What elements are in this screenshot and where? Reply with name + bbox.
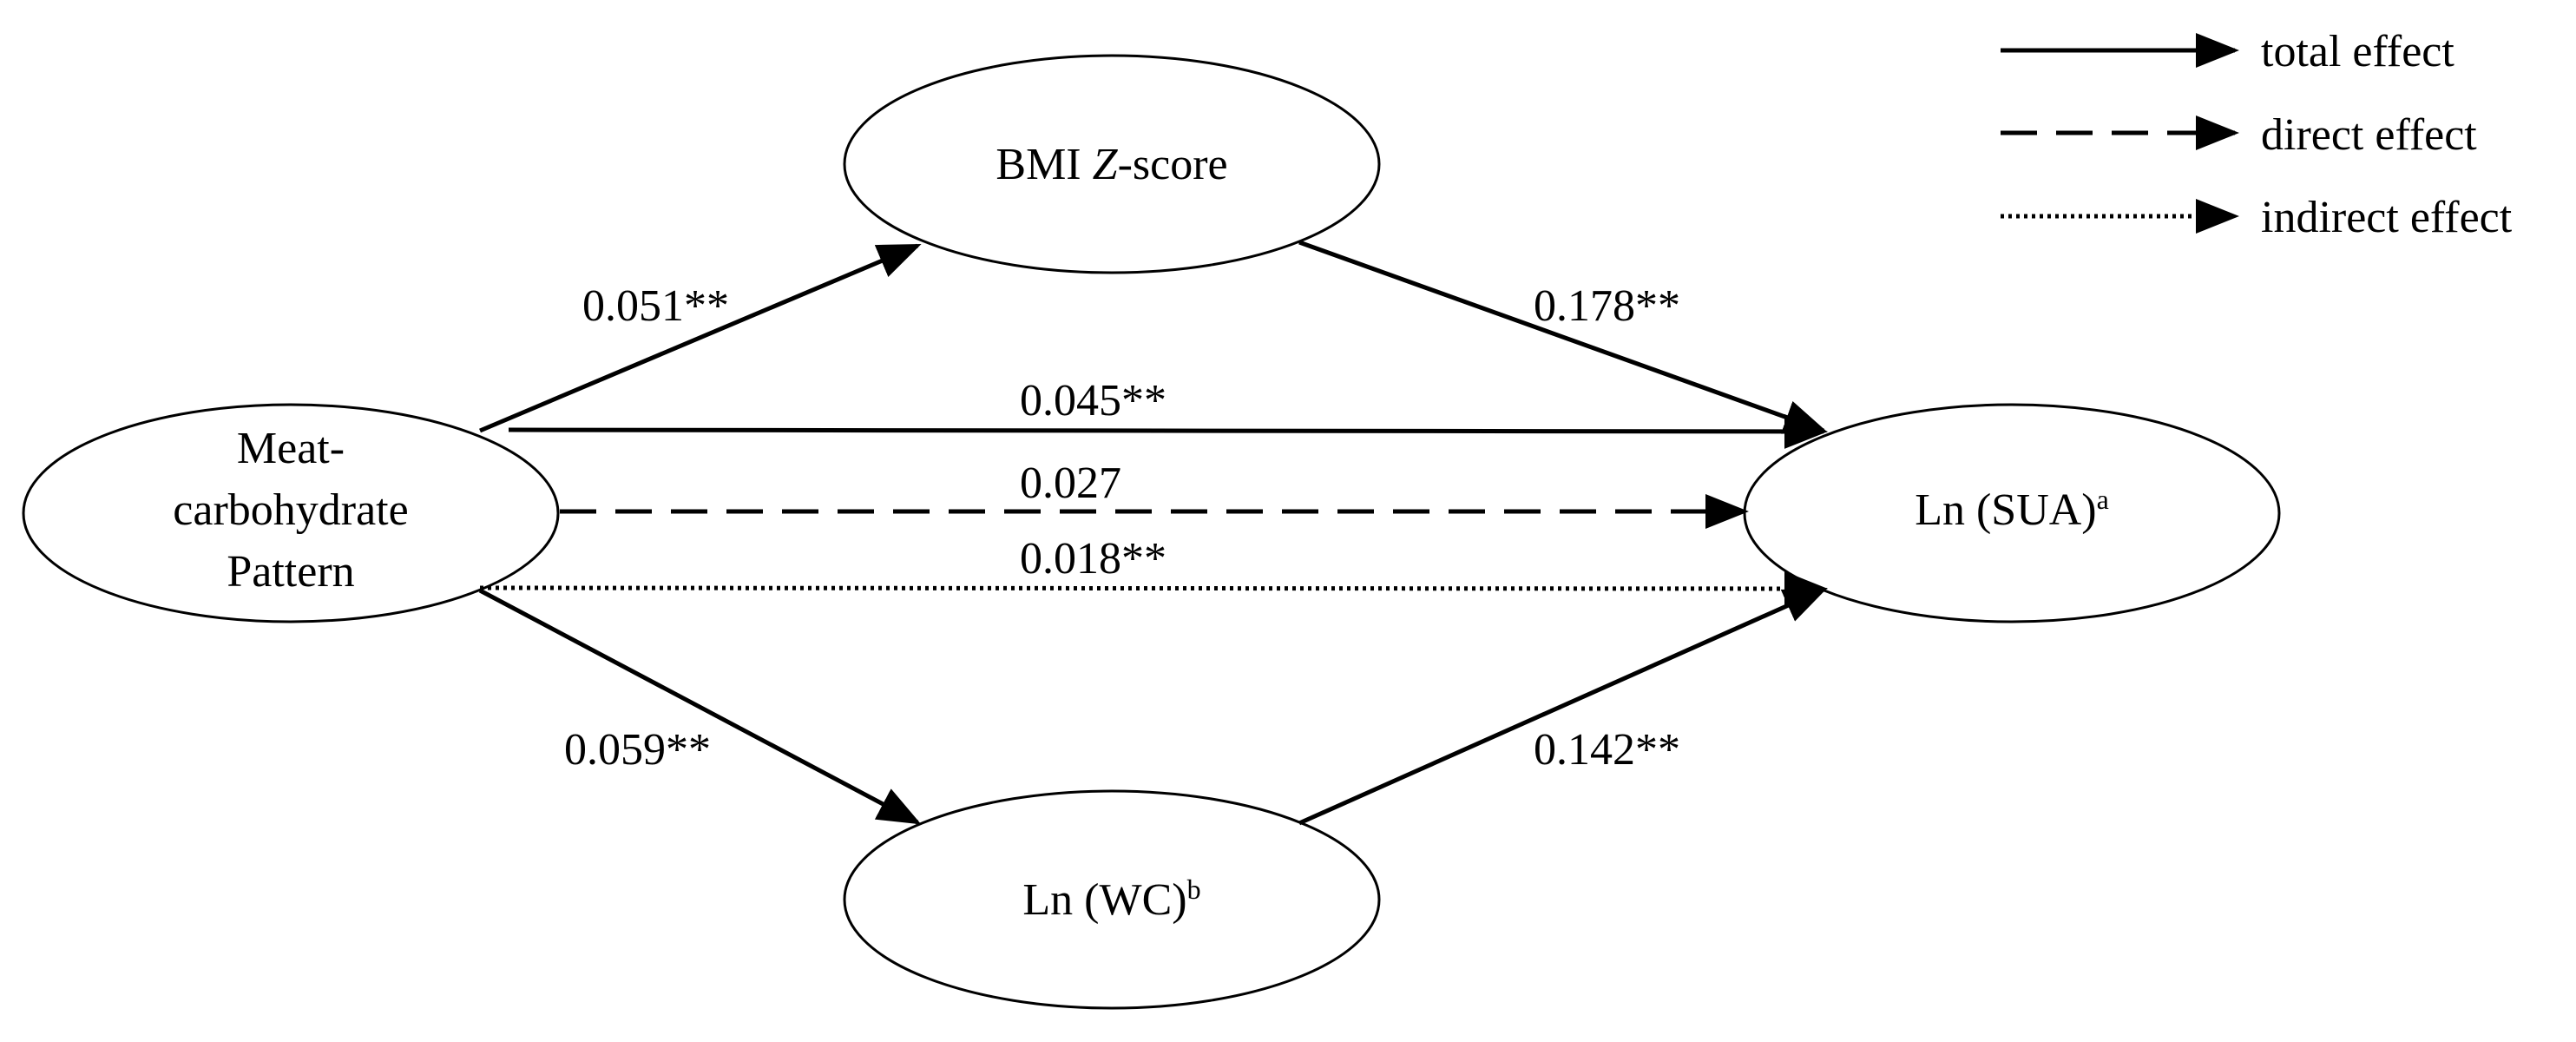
legend-total-label: total effect bbox=[2261, 27, 2454, 76]
arrow-wc-to-sua bbox=[1298, 587, 1828, 826]
legend-direct-label: direct effect bbox=[2261, 110, 2477, 160]
node-ln-wc: Ln (WC)b bbox=[843, 789, 1381, 1010]
coef-meat-to-bmi: 0.051** bbox=[582, 281, 729, 331]
coef-total-effect: 0.045** bbox=[1020, 376, 1166, 425]
arrow-meat-to-wc bbox=[478, 588, 922, 825]
coef-meat-to-wc: 0.059** bbox=[564, 725, 711, 775]
arrow-meat-to-bmi bbox=[479, 243, 922, 433]
coef-indirect-effect: 0.018** bbox=[1020, 534, 1166, 584]
node-meat-line3: Pattern bbox=[227, 547, 354, 597]
node-wc-label: Ln (WC)b bbox=[1022, 874, 1200, 925]
arrow-bmi-to-sua bbox=[1298, 240, 1828, 434]
legend-indirect-label: indirect effect bbox=[2261, 193, 2513, 242]
node-ln-sua: Ln (SUA)a bbox=[1743, 403, 2281, 623]
node-meat-carbohydrate-pattern: Meat- carbohydrate Pattern bbox=[22, 403, 560, 623]
coef-bmi-to-sua: 0.178** bbox=[1534, 281, 1680, 331]
arrow-indirect-effect bbox=[479, 570, 1828, 606]
coef-wc-to-sua: 0.142** bbox=[1534, 725, 1680, 775]
node-meat-line2: carbohydrate bbox=[173, 485, 408, 535]
node-sua-label: Ln (SUA)a bbox=[1915, 484, 2109, 535]
node-meat-line1: Meat- bbox=[237, 424, 345, 473]
coef-direct-effect: 0.027 bbox=[1020, 458, 1121, 508]
node-bmi-label: BMI Z-score bbox=[996, 140, 1227, 189]
arrow-total-effect bbox=[508, 413, 1828, 449]
legend: total effect direct effect indirect effe… bbox=[2001, 27, 2513, 242]
node-bmi-z-score: BMI Z-score bbox=[843, 54, 1381, 274]
